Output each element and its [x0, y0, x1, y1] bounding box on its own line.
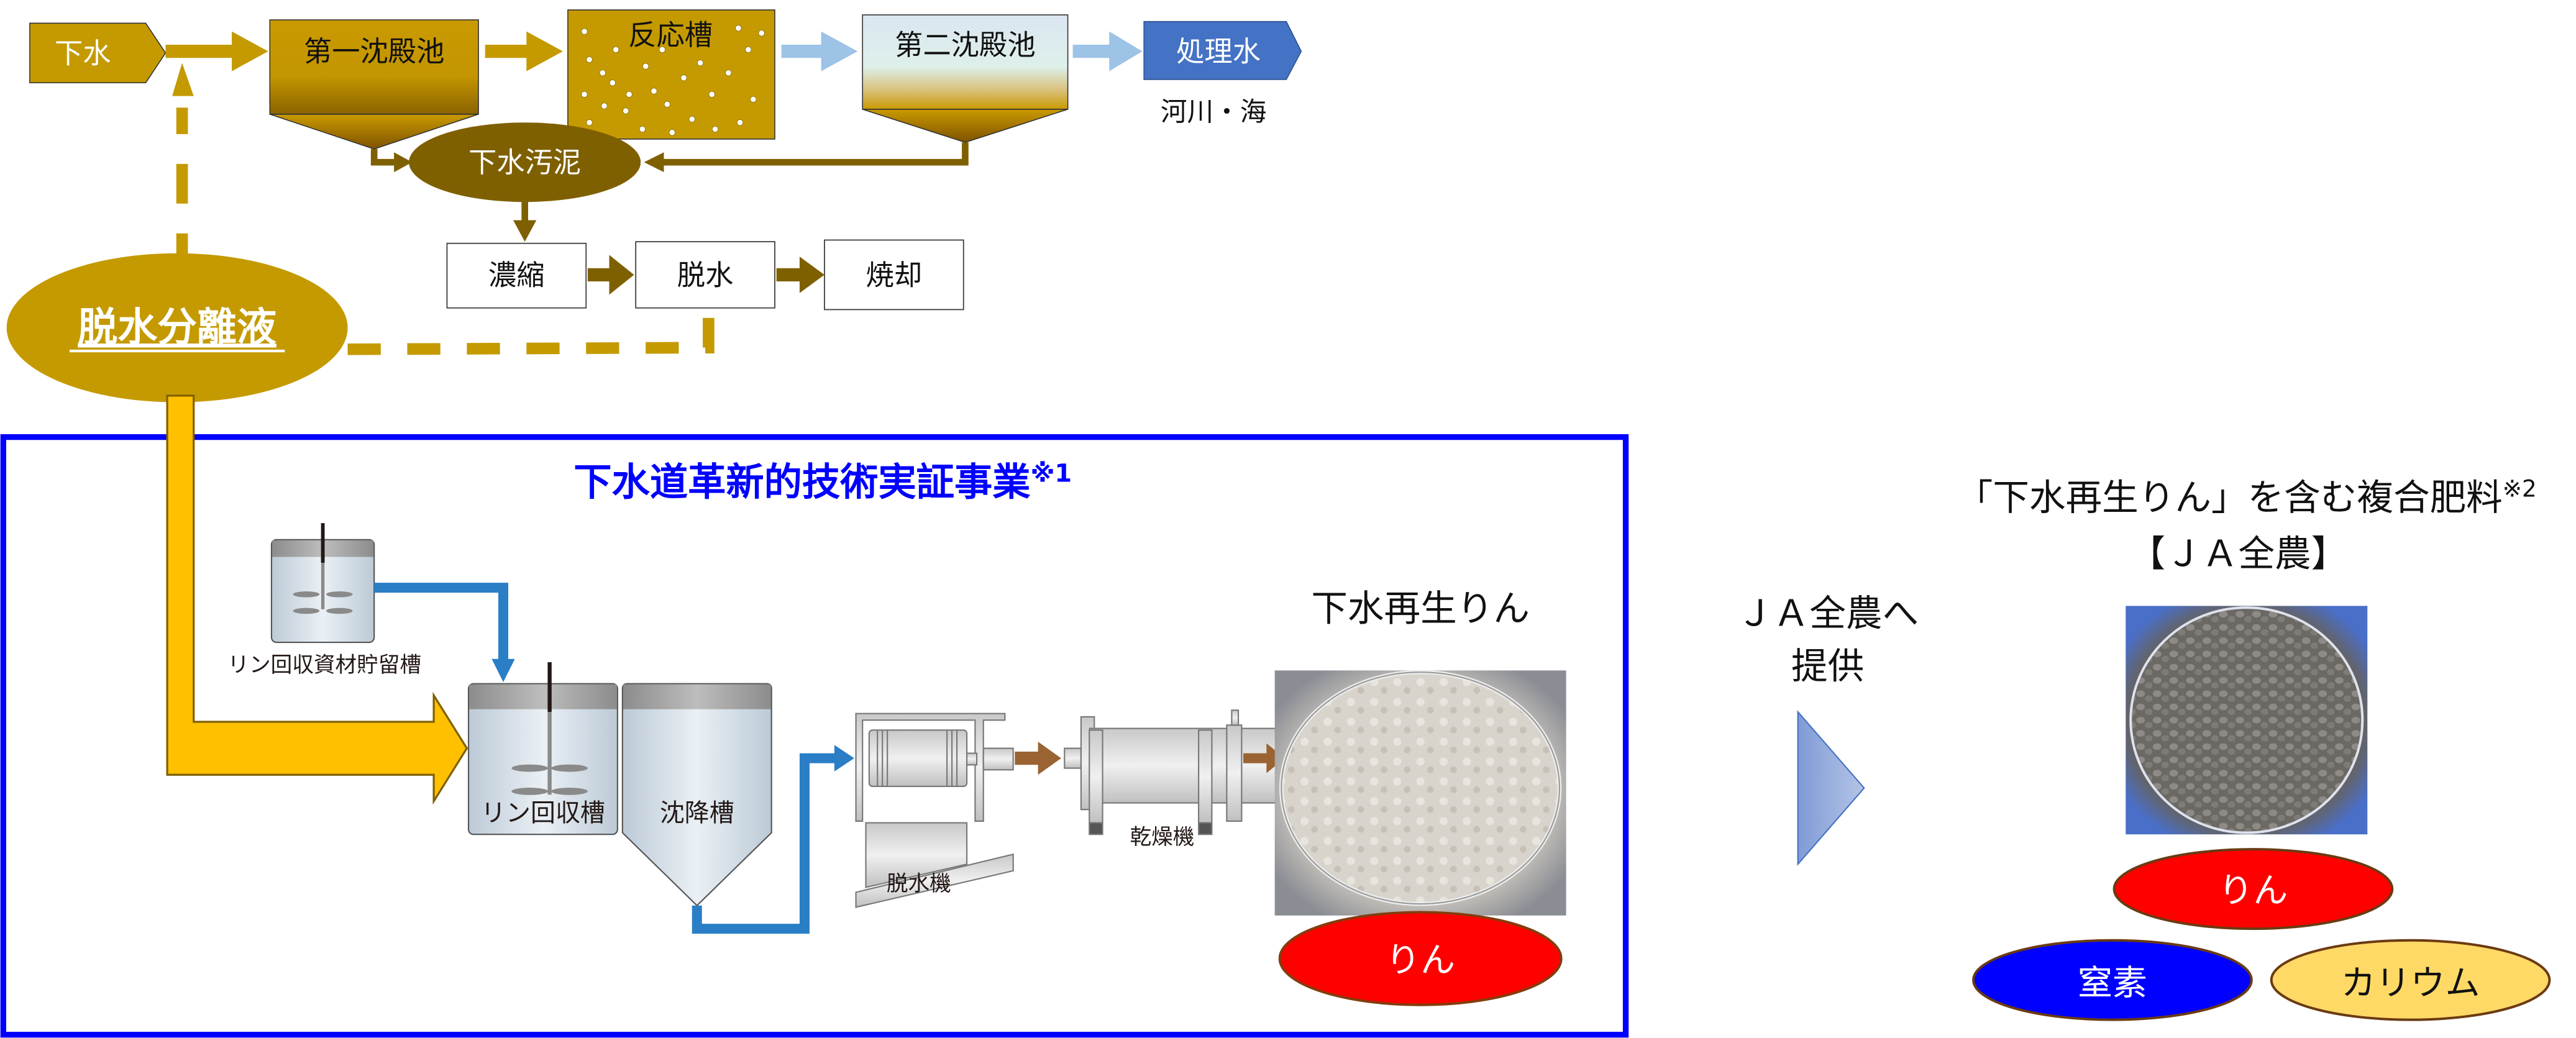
recycled-phosphorus-photo: [1274, 670, 1566, 916]
product-phosphorus-badge: りん: [1278, 911, 1563, 1006]
transfer-arrow-icon: [1797, 710, 1865, 867]
svg-text:りん: りん: [1386, 940, 1455, 980]
sewage-sludge-label: 下水汚泥: [468, 146, 581, 179]
arrow-sewage-to-primary: [165, 31, 268, 71]
treated-water-node: 処理水: [1143, 20, 1302, 80]
incineration-label: 焼却: [866, 258, 923, 291]
product-label: 下水再生りん: [1311, 587, 1530, 629]
arrow-primary-to-reaction: [485, 31, 563, 71]
transfer-label-line1: ＪＡ全農へ: [1737, 592, 1919, 634]
storage-tank-label: リン回収資材貯留槽: [227, 653, 421, 678]
dewatering-node: 脱水: [635, 241, 775, 309]
secondary-sedimentation-tank: 第二沈殿池: [862, 14, 1069, 143]
sewage-node: 下水: [29, 22, 167, 84]
dewatering-label: 脱水: [677, 258, 734, 291]
reaction-tank-label: 反応槽: [628, 19, 713, 52]
svg-text:りん: りん: [2218, 870, 2288, 911]
dewatering-filtrate-node: 脱水分離液: [6, 253, 348, 403]
arrow-filtrate-return: [172, 63, 194, 96]
arrow-dryer-to-product: [1243, 743, 1285, 773]
arrow-into-recovery-tank: [491, 658, 515, 683]
secondary-sedimentation-label: 第二沈殿池: [895, 29, 1035, 61]
primary-sedimentation-tank: 第一沈殿池: [269, 19, 479, 150]
incineration-node: 焼却: [824, 239, 964, 311]
reaction-tank: 反応槽: [567, 9, 775, 140]
fertilizer-subtitle: 【ＪＡ全農】: [2129, 532, 2348, 575]
demo-project-frame: [0, 434, 1629, 1038]
recovery-tank-label: リン回収槽: [481, 799, 605, 827]
arrow-dewatering-to-dryer: [1015, 741, 1061, 775]
arrow-dewatering-to-incineration: [776, 257, 824, 293]
fertilizer-title: 「下水再生りん」を含む複合肥料※2: [1957, 475, 2537, 519]
thickening-node: 濃縮: [446, 242, 587, 309]
nutrient-potassium-badge: カリウム: [2270, 939, 2551, 1021]
compound-fertilizer-photo: [2126, 606, 2368, 835]
arrow-sludge-to-thickening: [513, 220, 537, 242]
discharge-destination-label: 河川・海: [1161, 97, 1266, 128]
settling-tank-label: 沈降槽: [660, 799, 734, 827]
nutrient-nitrogen-badge: 窒素: [1972, 939, 2253, 1021]
arrow-filtrate-to-recovery-tank: [166, 394, 468, 805]
dewatering-machine: [855, 712, 1014, 908]
demo-project-title: 下水道革新的技術実証事業※1: [573, 460, 1072, 504]
pipe-settling-to-dewatering: [692, 753, 838, 934]
settling-tank: 沈降槽: [621, 683, 772, 907]
pipe-storage-to-recovery: [374, 583, 509, 663]
dewatering-machine-label: 脱水機: [887, 872, 951, 896]
phosphorus-material-storage-tank: [270, 523, 375, 644]
sewage-sludge-node: 下水汚泥: [409, 122, 641, 203]
arrow-thickening-to-dewatering: [587, 255, 634, 295]
dryer-label: 乾燥機: [1130, 825, 1195, 850]
transfer-label-line2: 提供: [1791, 645, 1864, 688]
sewage-label: 下水: [55, 37, 111, 70]
dewatering-filtrate-label: 脱水分離液: [78, 305, 276, 351]
arrow-primary-sludge: [394, 152, 413, 173]
thickening-label: 濃縮: [488, 258, 545, 291]
svg-text:窒素: 窒素: [2078, 963, 2147, 1004]
arrow-secondary-to-treated: [1072, 31, 1143, 71]
arrow-secondary-sludge: [644, 152, 664, 173]
filtrate-return-dashed-lines: [176, 107, 715, 355]
arrow-into-dewatering-machine: [834, 745, 854, 772]
treated-water-label: 処理水: [1176, 35, 1261, 68]
primary-sedimentation-label: 第一沈殿池: [304, 35, 444, 68]
aeration-bubbles: [581, 25, 765, 136]
svg-text:カリウム: カリウム: [2341, 963, 2480, 1004]
nutrient-phosphorus-badge: りん: [2112, 848, 2394, 931]
phosphorus-recovery-tank: リン回収槽: [467, 662, 618, 835]
arrow-reaction-to-secondary: [781, 31, 858, 71]
